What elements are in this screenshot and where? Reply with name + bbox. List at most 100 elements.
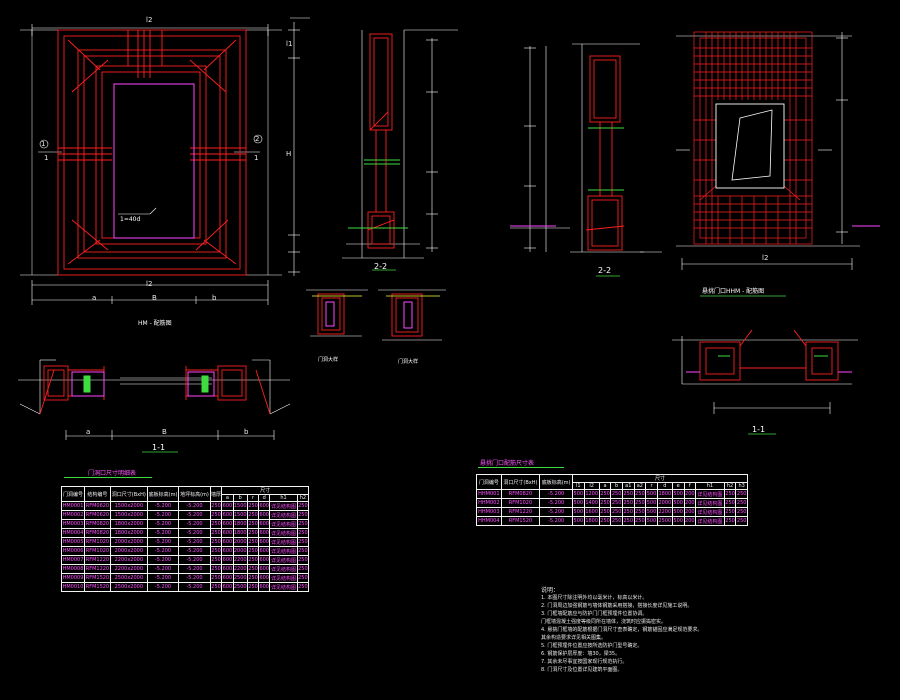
table-cell: 500 — [645, 498, 658, 508]
table-cell: 底板标高(m) — [539, 474, 574, 490]
note-line: 5. 门框预埋件位置应按所选防护门型号确定。 — [541, 643, 643, 649]
table-cell: 1200 — [583, 489, 600, 499]
dim-l1: l1 — [286, 40, 293, 48]
table-cell: a2 — [633, 482, 647, 490]
table-cell: -5.200 — [146, 573, 180, 583]
table-cell: 500 — [671, 507, 685, 517]
table-cell: HM0008 — [60, 564, 86, 574]
table-cell: 600 — [221, 582, 234, 592]
note-line: 6. 钢筋保护层厚度：墙30，梁35。 — [541, 651, 621, 657]
note-line: 8. 门洞尺寸及位置详见建筑平面图。 — [541, 667, 623, 673]
table-cell: 2000x2000 — [109, 546, 148, 556]
table-cell: RFM1520 — [500, 516, 541, 526]
table-cell: 2500 — [232, 582, 248, 592]
table-cell: 250 — [610, 516, 623, 526]
table-cell: 250 — [633, 516, 647, 526]
table-cell: 250 — [246, 582, 260, 592]
table-cell: HM0004 — [60, 528, 86, 538]
table-cell: RFM1220 — [500, 507, 541, 517]
table-left-title-underline — [64, 477, 152, 478]
table-cell: 600 — [258, 564, 271, 574]
cut-mark-left: 1 — [44, 154, 49, 162]
table-cell: 1800 — [583, 516, 600, 526]
table-cell: 250 — [598, 498, 612, 508]
note-line: 4. 悬挑门框墙的配筋根据门洞尺寸查表确定，钢筋锚固应满足规范要求。 — [541, 627, 703, 633]
table-cell: 2200 — [232, 555, 248, 565]
table-cell: 详见结构图 — [269, 528, 298, 538]
table-cell: 250 — [296, 546, 310, 556]
table-cell: 500 — [671, 489, 685, 499]
table-cell: e — [671, 482, 685, 490]
table-cell: -5.200 — [146, 528, 180, 538]
table-cell: 结构编号 — [84, 486, 111, 502]
table-cell: 250 — [246, 546, 260, 556]
table-cell: -5.200 — [539, 516, 574, 526]
table-cell: RFM0820 — [500, 489, 541, 499]
left-plan-title: HM - 配筋图 — [138, 320, 172, 327]
table-cell: -5.200 — [178, 537, 211, 547]
left-section-1-1 — [18, 359, 291, 453]
table-cell: 250 — [735, 507, 748, 517]
table-cell: 2000 — [232, 546, 248, 556]
table-cell: 250 — [610, 507, 623, 517]
table-cell: 500 — [645, 507, 658, 517]
note-line: 7. 其余未尽事宜按国家现行规范执行。 — [541, 659, 628, 665]
table-cell: 洞口尺寸(BxH) — [109, 486, 148, 502]
table-cell: 详见结构图 — [269, 501, 298, 511]
table-cell: RFM0820 — [84, 528, 111, 538]
table-cell: 250 — [209, 519, 223, 529]
dim-l2-bottom: l2 — [146, 280, 153, 288]
table-cell: 地坪标高(m) — [178, 486, 211, 502]
notes-list: 1. 本图尺寸除注明外均以毫米计，标高以米计。2. 门洞周边加强钢筋与墙体钢筋采… — [541, 594, 721, 674]
table-cell: 600 — [258, 555, 271, 565]
table-cell: 250 — [246, 528, 260, 538]
dim-B-mid: B — [152, 294, 157, 302]
table-cell: 250 — [621, 489, 635, 499]
anchor-note: 1=40d — [120, 216, 141, 223]
table-cell: 详见结构图 — [269, 519, 298, 529]
table-cell: 500 — [671, 516, 685, 526]
table-cell: 250 — [209, 501, 223, 511]
table-cell: h1 — [269, 494, 298, 502]
table-cell: d — [258, 494, 271, 502]
table-cell: 600 — [258, 573, 271, 583]
table-cell: 250 — [296, 501, 310, 511]
table-cell: l2 — [583, 482, 600, 490]
table-cell: HM0006 — [60, 546, 86, 556]
table-cell: HM0009 — [60, 573, 86, 583]
table-cell: -5.200 — [146, 564, 180, 574]
section-title-left: 1-1 — [152, 443, 166, 452]
table-cell: 250 — [735, 516, 748, 526]
table-cell: 详见结构图 — [269, 510, 298, 520]
table-cell: HHM003 — [476, 507, 502, 517]
table-cell: a — [598, 482, 612, 490]
table-cell: 250 — [296, 582, 310, 592]
table-cell: 250 — [296, 510, 310, 520]
table-cell: 2200x2000 — [109, 555, 148, 565]
table-cell: 200 — [683, 507, 697, 517]
table-cell: -5.200 — [178, 573, 211, 583]
table-cell: HM0001 — [60, 501, 86, 511]
table-cell: RFM1520 — [84, 582, 111, 592]
table-cell: 250 — [296, 519, 310, 529]
dim-b-right: b — [212, 294, 217, 302]
table-cell: 250 — [621, 498, 635, 508]
table-cell: HM0007 — [60, 555, 86, 565]
table-cell: 250 — [246, 537, 260, 547]
table-cell: 500 — [572, 489, 585, 499]
table-cell: 250 — [209, 582, 223, 592]
table-cell: 600 — [221, 537, 234, 547]
section-dim-B: B — [162, 428, 167, 436]
table-cell: 详见结构图 — [695, 507, 725, 517]
table-cell: 250 — [735, 498, 748, 508]
table-cell: 1800x2000 — [109, 528, 148, 538]
table-cell: 250 — [610, 489, 623, 499]
table-cell: 2200 — [232, 564, 248, 574]
